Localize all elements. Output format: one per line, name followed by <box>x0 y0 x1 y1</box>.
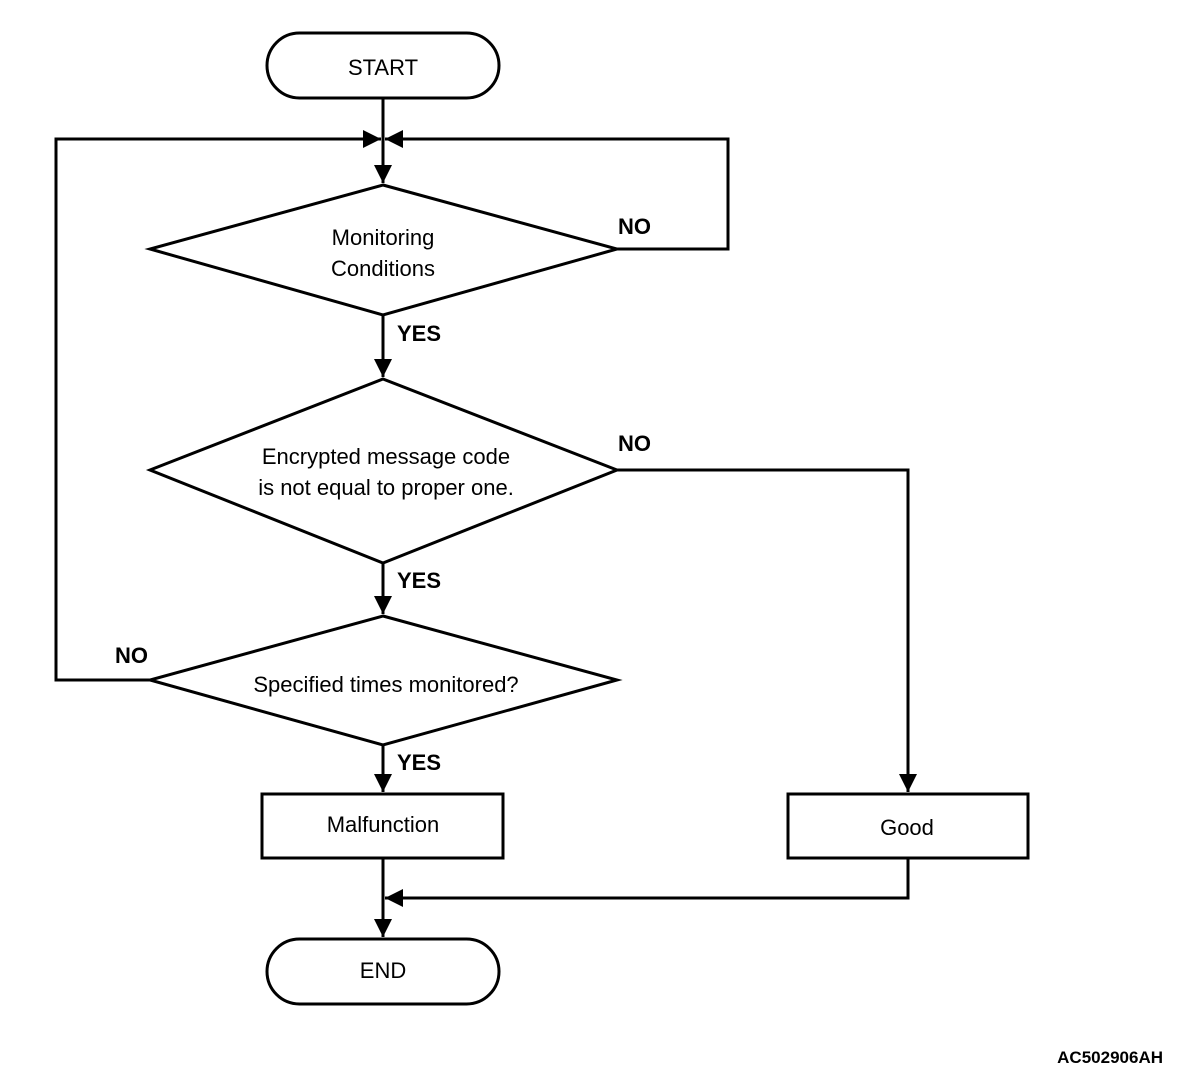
malfunction-box: Malfunction <box>260 792 505 860</box>
edge-monitoring-no-loop <box>385 130 730 251</box>
monitoring-yes-label: YES <box>397 321 441 346</box>
edge-good-to-end <box>385 858 910 907</box>
end-node: END <box>265 937 501 1006</box>
monitoring-conditions-decision: Monitoring Conditions <box>144 183 623 317</box>
connectors <box>54 98 917 937</box>
malfunction-label: Malfunction <box>327 812 440 837</box>
specified-label: Specified times monitored? <box>253 672 518 697</box>
good-label: Good <box>880 815 934 840</box>
encrypted-label-line2: is not equal to proper one. <box>258 475 514 500</box>
end-label: END <box>360 958 406 983</box>
specified-times-decision: Specified times monitored? <box>144 614 623 747</box>
encrypted-message-decision: Encrypted message code is not equal to p… <box>145 377 622 565</box>
edge-specified-no-loop <box>54 130 381 682</box>
monitoring-label-line2: Conditions <box>331 256 435 281</box>
edge-encrypted-no <box>617 468 917 792</box>
specified-yes-label: YES <box>397 750 441 775</box>
good-box: Good <box>786 792 1030 860</box>
start-node: START <box>265 31 501 100</box>
monitoring-label-line1: Monitoring <box>332 225 435 250</box>
start-label: START <box>348 55 418 80</box>
figure-code: AC502906AH <box>1057 1048 1163 1067</box>
encrypted-yes-label: YES <box>397 568 441 593</box>
encrypted-label-line1: Encrypted message code <box>262 444 510 469</box>
encrypted-no-label: NO <box>618 431 651 456</box>
monitoring-no-label: NO <box>618 214 651 239</box>
specified-no-label: NO <box>115 643 148 668</box>
